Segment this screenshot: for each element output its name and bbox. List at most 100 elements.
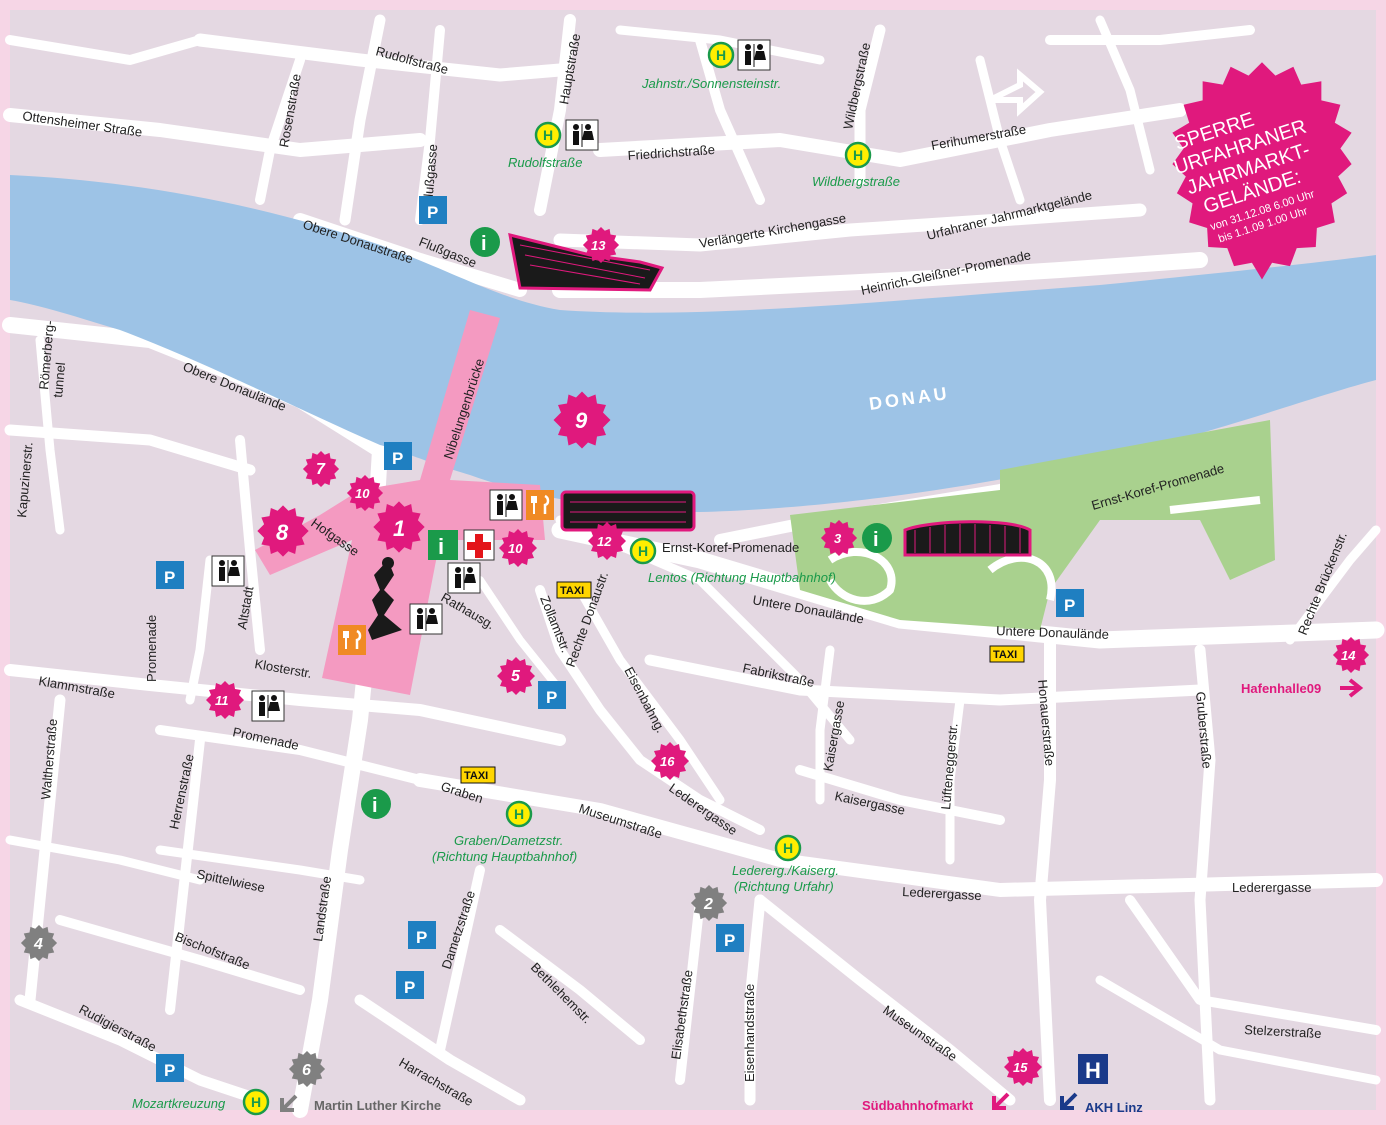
stop-graben[interactable]: H Graben/Dametzstr. (Richtung Hauptbahnh…: [432, 800, 577, 864]
label-altstadt: Altstadt: [234, 585, 256, 631]
parking-rechte-donaustr[interactable]: P: [538, 681, 566, 709]
lentos-museum: [560, 490, 696, 532]
stop-jahnstrasse[interactable]: H Jahnstr./Sonnensteinstr.: [641, 41, 781, 91]
restaurant-icon: [526, 490, 554, 520]
parking-icon: [538, 681, 566, 709]
taxi-stands: TAXI TAXI TAXI: [460, 581, 1025, 784]
marker-3[interactable]: 3: [820, 519, 858, 557]
info-hauptplatz[interactable]: i: [428, 530, 458, 560]
svg-text:16: 16: [660, 754, 675, 769]
svg-text:2: 2: [703, 896, 713, 913]
marker-11[interactable]: 11: [206, 681, 244, 719]
parking-nibelungen[interactable]: P: [384, 442, 412, 470]
marker-5[interactable]: 5: [497, 657, 535, 695]
marker-2[interactable]: 2: [690, 884, 728, 922]
arrow-down-left-icon: [992, 1092, 1010, 1110]
marker-16[interactable]: 16: [651, 742, 689, 780]
parking-donaulaende[interactable]: P: [1056, 589, 1084, 617]
restroom-icon: [447, 562, 481, 594]
marker-7[interactable]: 7: [302, 450, 340, 488]
stop-label-lentos: Lentos (Richtung Hauptbahnhof): [648, 570, 836, 585]
destination-akh[interactable]: H AKH Linz: [1060, 1054, 1143, 1115]
stop-lentos[interactable]: H Lentos (Richtung Hauptbahnhof): [629, 537, 836, 585]
svg-text:10: 10: [508, 541, 523, 556]
svg-text:15: 15: [1013, 1060, 1028, 1075]
info-brucknerhaus[interactable]: i: [862, 523, 892, 553]
marker-9[interactable]: 9: [553, 391, 611, 449]
marker-15[interactable]: 15: [1004, 1048, 1042, 1086]
destination-martin-luther[interactable]: Martin Luther Kirche: [280, 1094, 441, 1113]
parking-dametz-2[interactable]: P: [396, 971, 424, 999]
parking-letter: P: [164, 568, 175, 587]
stop-label-rudolfstrasse: Rudolfstraße: [508, 155, 582, 170]
svg-text:6: 6: [302, 1062, 311, 1079]
parking-flussgasse[interactable]: P: [419, 196, 447, 224]
svg-text:TAXI: TAXI: [993, 649, 1017, 661]
stop-rudolfstrasse[interactable]: H Rudolfstraße: [508, 121, 582, 170]
parking-icon: [1056, 589, 1084, 617]
stop-label-lederer-1: Ledererg./Kaiserg.: [732, 863, 839, 878]
stop-letter: H: [514, 806, 524, 822]
destination-suedbahnhof[interactable]: Südbahnhofmarkt: [862, 1092, 1010, 1113]
stop-wildbergstrasse[interactable]: H Wildbergstraße: [812, 141, 900, 189]
svg-text:1: 1: [393, 516, 405, 541]
info-urfahr[interactable]: i: [470, 227, 500, 257]
info-icon: [361, 789, 391, 819]
parking-letter: P: [416, 928, 427, 947]
marker-14[interactable]: 14: [1332, 636, 1370, 674]
stop-lederergasse[interactable]: H Ledererg./Kaiserg. (Richtung Urfahr): [732, 834, 839, 894]
marker-1[interactable]: 1: [373, 501, 425, 553]
transit-stops[interactable]: H Jahnstr./Sonnensteinstr. H Rudolfstraß…: [132, 41, 900, 1116]
marker-13[interactable]: 13: [582, 226, 620, 264]
label-flussgasse-north: Flußgasse: [420, 143, 440, 205]
label-lederergasse-3: Lederergasse: [1232, 880, 1312, 895]
marker-10b[interactable]: 10: [499, 529, 537, 567]
martin-luther-label: Martin Luther Kirche: [314, 1098, 441, 1113]
marker-10a[interactable]: 10: [346, 474, 384, 512]
restroom-icons: [211, 39, 771, 722]
parking-letter: P: [392, 449, 403, 468]
stop-letter: H: [638, 543, 648, 559]
info-points[interactable]: i i i i: [361, 227, 892, 819]
label-gruberstrasse: Gruberstraße: [1193, 691, 1215, 769]
info-landstrasse[interactable]: i: [361, 789, 391, 819]
stop-icon: [629, 537, 657, 565]
taxi-icon: TAXI: [460, 766, 496, 784]
parking-rudigierstrasse[interactable]: P: [156, 1054, 184, 1082]
parking-promenade[interactable]: P: [156, 561, 184, 589]
stop-icon: [242, 1088, 270, 1116]
event-markers[interactable]: 13 9 7 10 8 1 10 12 3 5 11 16 14 15 2 4 …: [20, 226, 1370, 1088]
parking-symbols[interactable]: P P P P P P P P P: [156, 196, 1084, 1082]
parking-icon: [156, 1054, 184, 1082]
info-icon: [428, 530, 458, 560]
info-letter: i: [372, 795, 378, 817]
marker-8[interactable]: 8: [257, 505, 309, 557]
parking-dametz-1[interactable]: P: [408, 921, 436, 949]
danube-river: [10, 175, 1376, 512]
hospital-letter: H: [1085, 1058, 1101, 1083]
parking-icon: [408, 921, 436, 949]
parking-icon: [716, 924, 744, 952]
taxi-icon: TAXI: [556, 581, 592, 599]
marker-4[interactable]: 4: [20, 924, 58, 962]
svg-text:8: 8: [276, 520, 289, 545]
destination-hafenhalle[interactable]: Hafenhalle09: [1241, 678, 1364, 698]
first-aid-icon[interactable]: [463, 529, 495, 561]
stop-icon: [774, 834, 802, 862]
brucknerhaus: [903, 520, 1032, 557]
svg-text:12: 12: [597, 534, 612, 549]
closure-notice: SPERRE URFAHRANER JAHRMARKT- GELÄNDE: vo…: [1171, 62, 1352, 280]
trinity-column: [368, 557, 402, 640]
svg-text:TAXI: TAXI: [464, 770, 488, 782]
marker-12[interactable]: 12: [588, 522, 626, 560]
stop-mozartkreuzung[interactable]: H Mozartkreuzung: [132, 1088, 270, 1116]
info-letter: i: [873, 529, 879, 551]
label-waltherstrasse: Waltherstraße: [38, 718, 60, 800]
info-letter: i: [438, 534, 444, 559]
parking-icon: [384, 442, 412, 470]
label-ernst-koref-1: Ernst-Koref-Promenade: [662, 540, 799, 555]
parking-museumstrasse[interactable]: P: [716, 924, 744, 952]
marker-6[interactable]: 6: [288, 1050, 326, 1088]
